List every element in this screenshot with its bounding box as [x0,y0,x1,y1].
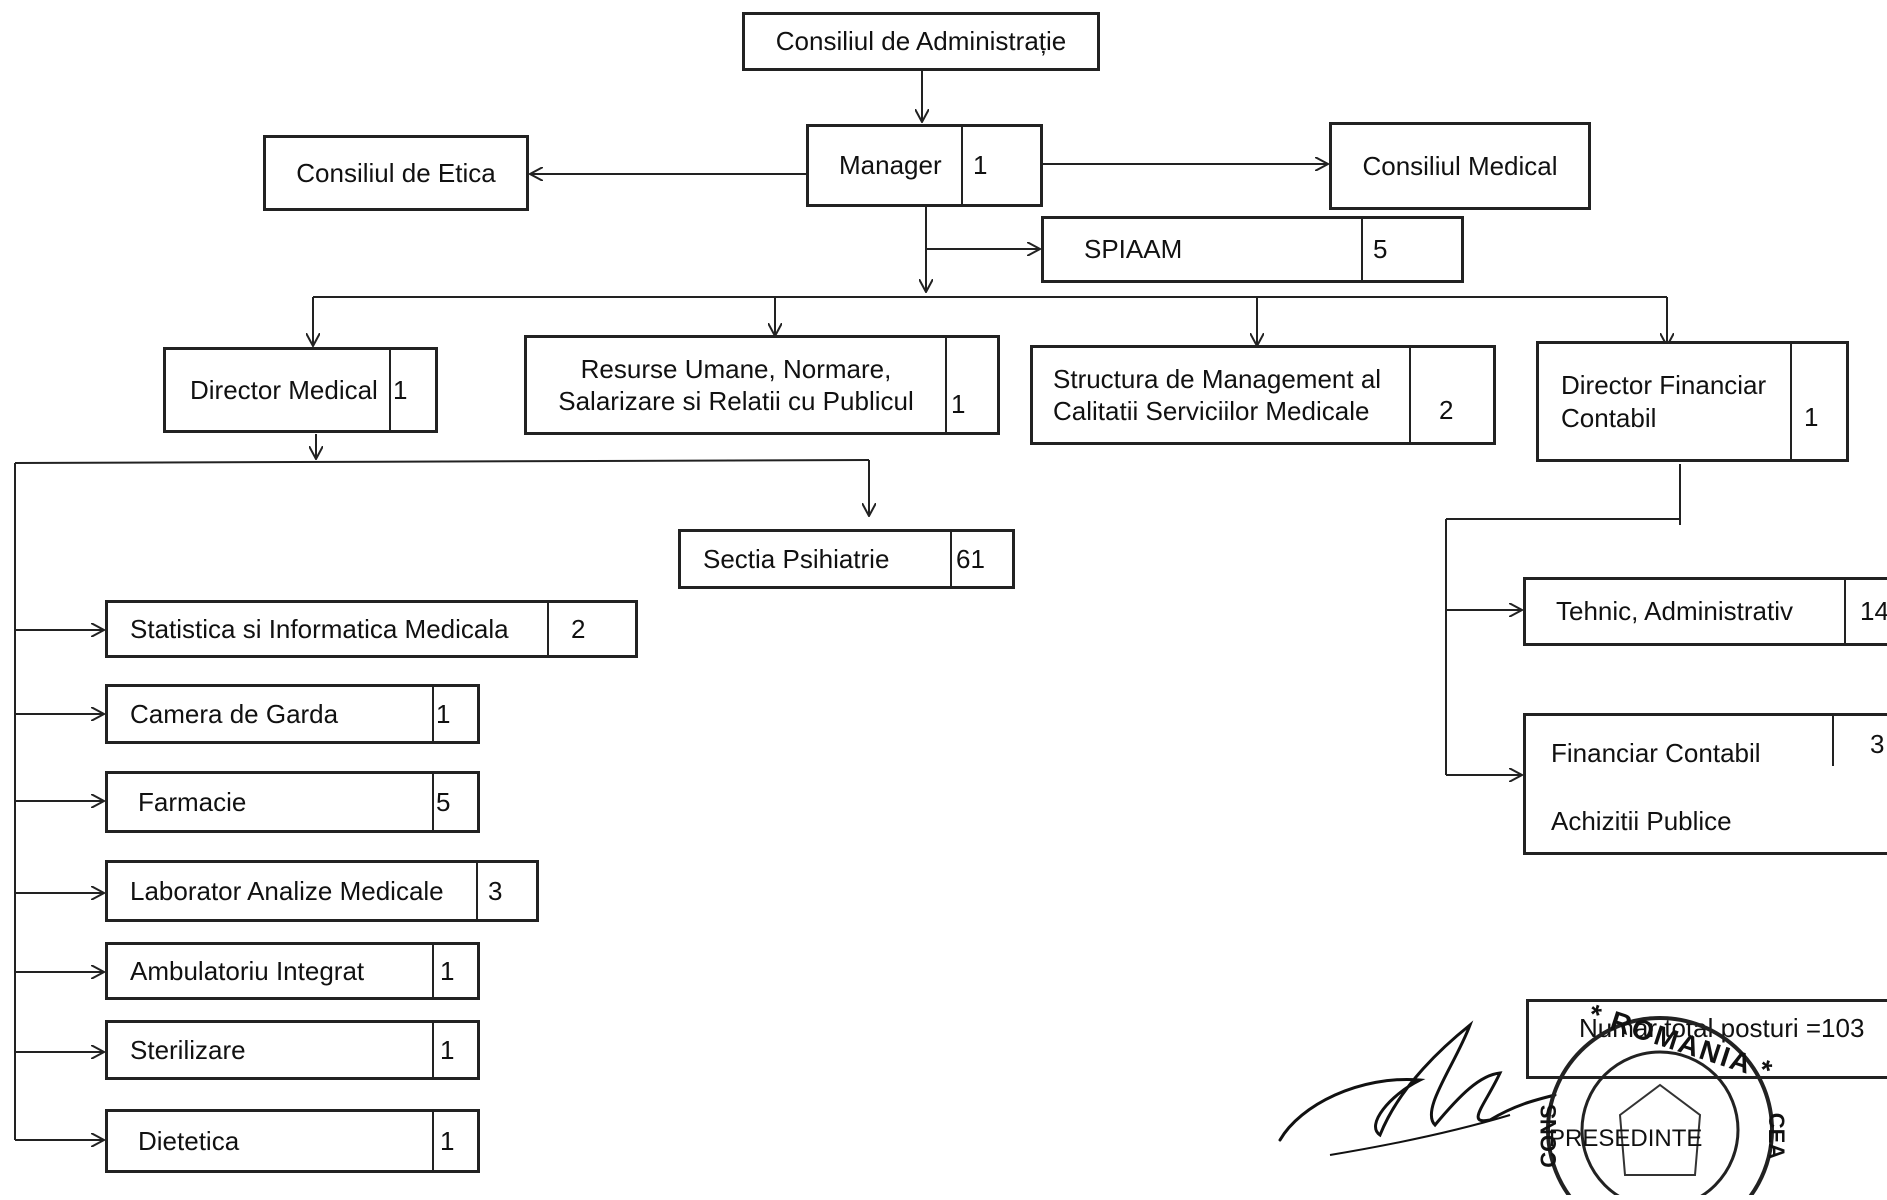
director-financiar-label: Director Financiar Contabil [1561,370,1767,433]
spiaam-box: SPIAAM 5 [1041,216,1464,283]
tehnic-administrativ-count: 14 [1844,580,1887,643]
medical-unit-count: 1 [432,687,477,741]
stamp-center-text: PRESEDINTE [1549,1125,1703,1152]
manager-label: Manager [839,150,942,181]
director-medical-count: 1 [389,350,435,430]
connector-lines [14,70,1681,1170]
manager-box: Manager 1 [806,124,1043,207]
medical-unit-label: Dietetica [138,1125,240,1156]
medical-unit-count: 5 [432,774,477,830]
medical-unit-laborator: Laborator Analize Medicale 3 [105,860,539,922]
sectia-psihiatrie-count: 61 [950,532,1012,586]
sectia-psihiatrie-label: Sectia Psihiatrie [703,543,890,574]
tehnic-administrativ-label: Tehnic, Administrativ [1556,596,1793,627]
medical-unit-label: Statistica si Informatica Medicala [130,613,509,644]
medical-unit-camera-garda: Camera de Garda 1 [105,684,480,744]
medical-unit-count: 2 [547,603,635,655]
stamp-side-left: CONS [1535,1104,1561,1168]
director-medical-label: Director Medical [190,374,378,405]
structura-calitate-box: Structura de Management al Calitatii Ser… [1030,345,1496,445]
resurse-umane-label: Resurse Umane, Normare, Salarizare si Re… [558,353,914,417]
financiar-contabil-count: 3 [1832,716,1887,766]
achizitii-publice-label: Achizitii Publice [1551,805,1732,836]
medical-unit-ambulatoriu: Ambulatoriu Integrat 1 [105,942,480,1000]
medical-unit-label: Ambulatoriu Integrat [130,955,365,986]
medical-unit-count: 1 [432,1112,477,1170]
signature [1278,1020,1557,1156]
stamp-seal: * ROMANIA * PRESEDINTE CONS CEA [1525,998,1795,1200]
medical-unit-count: 1 [432,1023,477,1077]
consiliul-administratie-box: Consiliul de Administrație [742,12,1100,71]
resurse-umane-count: 1 [945,338,997,432]
medical-unit-count: 3 [476,863,536,919]
consiliul-etica-box: Consiliul de Etica [263,135,529,211]
consiliul-etica-label: Consiliul de Etica [296,157,496,188]
structura-calitate-label: Structura de Management al Calitatii Ser… [1053,363,1382,427]
spiaam-count: 5 [1361,219,1461,280]
director-financiar-box: Director Financiar Contabil 1 [1536,341,1849,462]
medical-unit-count: 1 [432,945,477,997]
consiliul-medical-label: Consiliul Medical [1362,150,1558,181]
resurse-umane-box: Resurse Umane, Normare, Salarizare si Re… [524,335,1000,435]
medical-unit-label: Camera de Garda [130,698,339,729]
sectia-psihiatrie-box: Sectia Psihiatrie 61 [678,529,1015,589]
medical-unit-dietetica: Dietetica 1 [105,1109,480,1173]
manager-count: 1 [961,127,1040,204]
spiaam-label: SPIAAM [1084,234,1183,265]
total-posturi-box: Numar total posturi =103 [1526,999,1887,1079]
director-financiar-count: 1 [1790,344,1846,459]
structura-calitate-count: 2 [1409,348,1493,442]
medical-unit-farmacie: Farmacie 5 [105,771,480,833]
medical-unit-label: Laborator Analize Medicale [130,875,444,906]
medical-unit-label: Farmacie [138,786,247,817]
consiliul-medical-box: Consiliul Medical [1329,122,1591,210]
stamp-side-right: CEA [1764,1112,1790,1160]
medical-unit-sterilizare: Sterilizare 1 [105,1020,480,1080]
financiar-contabil-label: Financiar Contabil [1551,737,1761,768]
medical-unit-statistica: Statistica si Informatica Medicala 2 [105,600,638,658]
consiliul-administratie-label: Consiliul de Administrație [775,26,1067,57]
director-medical-box: Director Medical 1 [163,347,438,433]
tehnic-administrativ-box: Tehnic, Administrativ 14 [1523,577,1887,646]
medical-unit-label: Sterilizare [130,1034,246,1065]
financiar-contabil-box: Financiar Contabil Achizitii Publice 3 [1523,713,1887,855]
